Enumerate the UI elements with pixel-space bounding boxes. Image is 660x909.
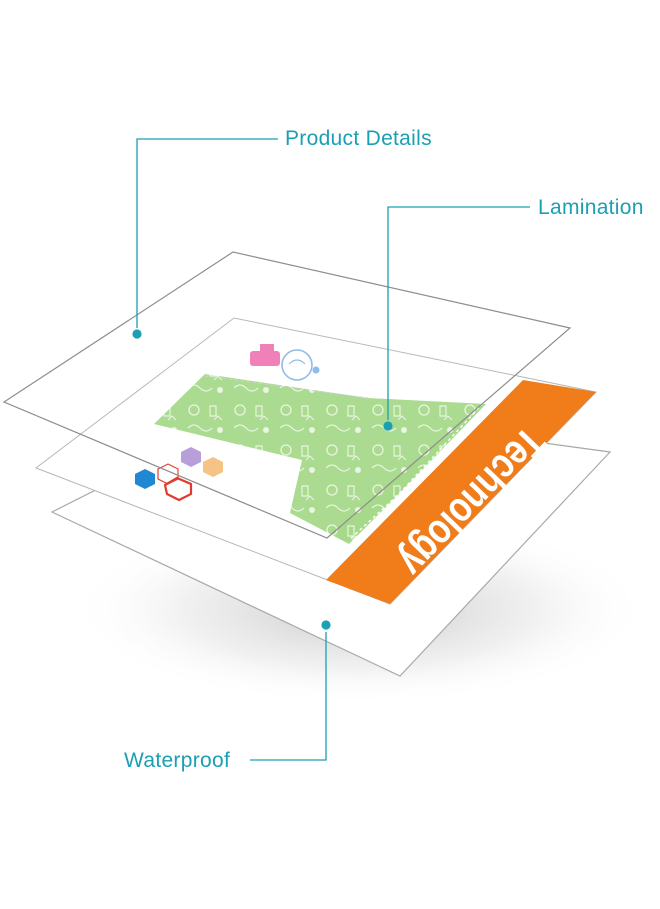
label-waterproof: Waterproof — [124, 749, 231, 772]
callout-dot-lamination — [383, 421, 393, 431]
callout-product-details — [136, 138, 278, 328]
label-lamination: Lamination — [538, 196, 644, 219]
panel-dotted-border — [348, 391, 488, 541]
lightbulb-icon — [250, 344, 320, 381]
callout-dot-product-details — [132, 329, 142, 339]
green-panel — [154, 374, 486, 544]
lamination-sheet — [2, 251, 572, 539]
callout-dot-waterproof — [321, 620, 331, 630]
orange-banner — [326, 380, 596, 604]
callout-waterproof — [250, 632, 327, 761]
label-product-details: Product Details — [285, 127, 432, 150]
callout-lamination — [387, 206, 530, 420]
